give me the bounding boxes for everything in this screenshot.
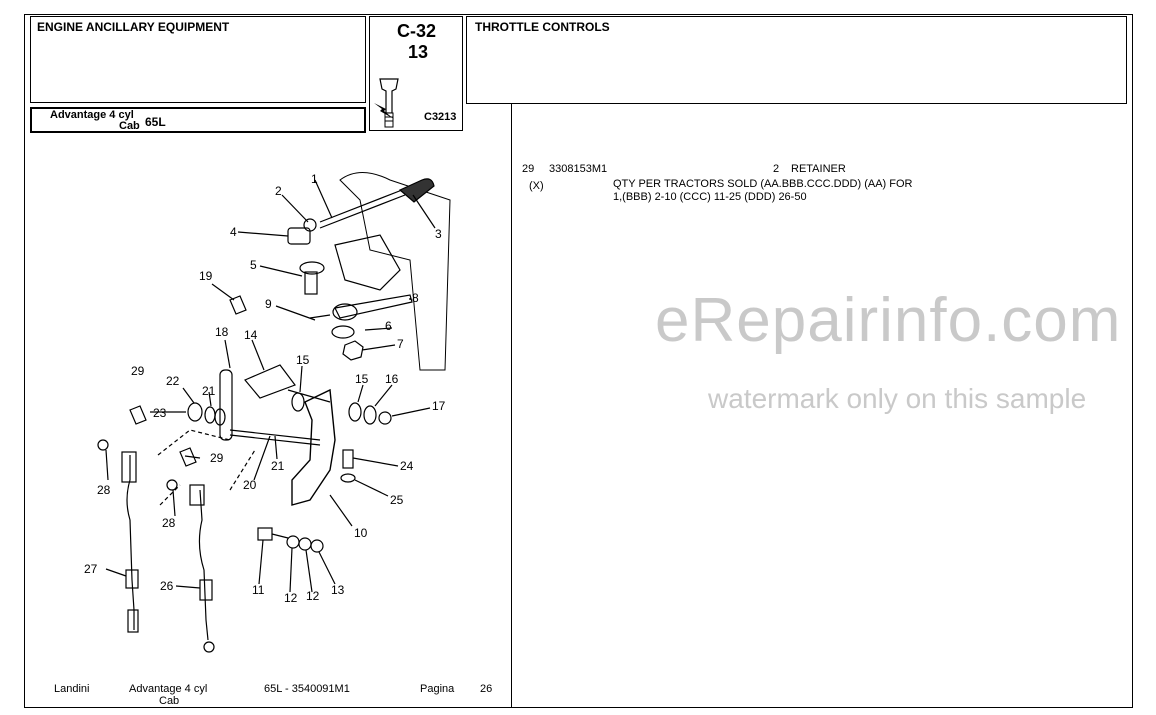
part-number: 3308153M1 — [549, 163, 608, 175]
callout-14: 14 — [244, 328, 258, 342]
callout-8: 8 — [412, 291, 419, 305]
callout-9: 9 — [265, 297, 272, 311]
page-code: C-32 — [397, 21, 437, 41]
page-num: 13 — [408, 42, 429, 62]
section-box: ENGINE ANCILLARY EQUIPMENT — [30, 16, 366, 103]
callout-12: 12 — [284, 591, 298, 605]
callout-21b: 21 — [271, 459, 285, 473]
callout-7: 7 — [397, 337, 404, 351]
page-frame — [24, 14, 1133, 708]
throttle-controls-diagram: 1 2 3 4 5 8 9 6 7 19 18 14 15 15 16 17 2… — [84, 172, 451, 653]
footer-page-number: 26 — [480, 683, 493, 695]
callout-18: 18 — [215, 325, 229, 339]
callout-29: 29 — [131, 364, 145, 378]
callout-29b: 29 — [210, 451, 224, 465]
callout-3: 3 — [435, 227, 442, 241]
callout-11: 11 — [252, 583, 265, 597]
callout-2: 2 — [275, 184, 282, 198]
throttle-lever-icon — [374, 78, 399, 128]
footer-part-ref: 65L - 3540091M1 — [264, 683, 350, 695]
column-divider — [511, 104, 512, 708]
callout-28b: 28 — [162, 516, 176, 530]
callout-1: 1 — [311, 172, 318, 186]
model-box: Advantage 4 cyl Cab 65L — [30, 107, 366, 133]
callout-22: 22 — [166, 374, 180, 388]
callout-24: 24 — [400, 459, 414, 473]
model-line2: Cab — [119, 120, 140, 132]
part-description: RETAINER — [791, 163, 846, 175]
footer-model-line1: Advantage 4 cyl — [129, 683, 208, 695]
model-line1: Advantage 4 cyl — [50, 109, 134, 121]
callout-15: 15 — [296, 353, 310, 367]
part-qty: 2 — [773, 163, 780, 175]
title-box: THROTTLE CONTROLS — [466, 16, 1127, 104]
callout-17: 17 — [432, 399, 446, 413]
callout-23: 23 — [153, 406, 167, 420]
callout-26: 26 — [160, 579, 174, 593]
callout-5: 5 — [250, 258, 257, 272]
callout-12b: 12 — [306, 589, 320, 603]
callout-21: 21 — [202, 384, 216, 398]
callout-28: 28 — [97, 483, 111, 497]
callout-10: 10 — [354, 526, 368, 540]
callout-15b: 15 — [355, 372, 369, 386]
callout-19: 19 — [199, 269, 213, 283]
callout-13: 13 — [331, 583, 345, 597]
footer-model-line2: Cab — [159, 695, 180, 707]
footer-page-label: Pagina — [420, 683, 455, 695]
callout-16: 16 — [385, 372, 399, 386]
watermark-main: eRepairinfo.com — [655, 286, 1122, 355]
footer-brand: Landini — [54, 683, 90, 695]
callout-4: 4 — [230, 225, 237, 239]
page-title: THROTTLE CONTROLS — [475, 20, 610, 34]
part-note-line1: QTY PER TRACTORS SOLD (AA.BBB.CCC.DDD) (… — [613, 178, 913, 190]
watermark-sub: watermark only on this sample — [708, 383, 1087, 414]
figure-code: C3213 — [424, 111, 457, 123]
callout-20: 20 — [243, 478, 257, 492]
callout-6: 6 — [385, 319, 392, 333]
part-note-code: (X) — [529, 180, 544, 192]
model-code: 65L — [145, 115, 166, 129]
section-title: ENGINE ANCILLARY EQUIPMENT — [37, 20, 230, 34]
part-ref: 29 — [522, 163, 535, 175]
part-note-line2: 1,(BBB) 2-10 (CCC) 11-25 (DDD) 26-50 — [613, 191, 807, 203]
callout-27: 27 — [84, 562, 98, 576]
callout-25: 25 — [390, 493, 404, 507]
page-code-box: C-32 13 C3213 — [369, 16, 463, 131]
